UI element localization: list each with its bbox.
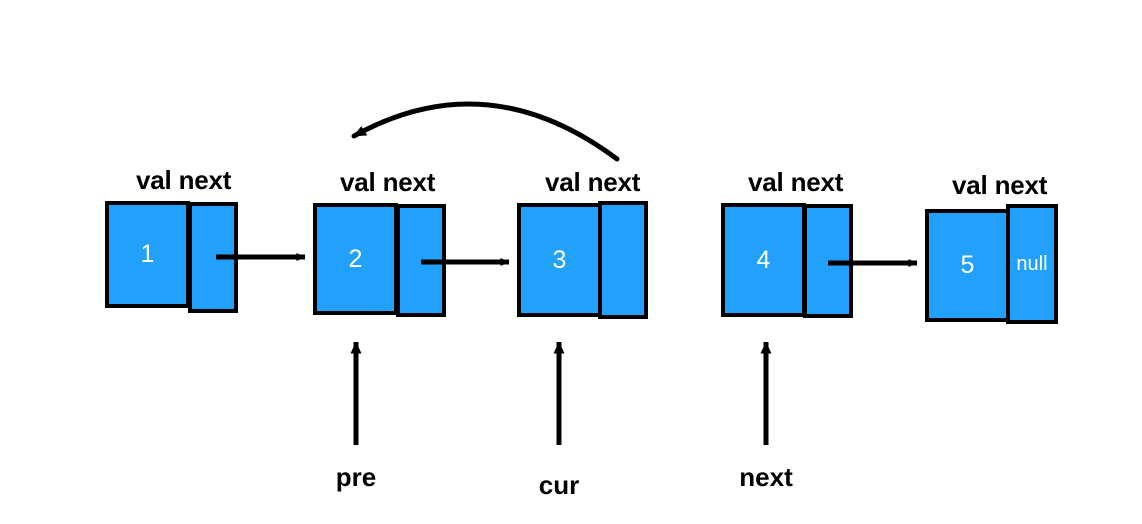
node-2-header: val next — [340, 167, 436, 197]
node-2-val-cell: 2 — [313, 203, 398, 315]
node-2-next-cell — [396, 204, 446, 317]
pointer-label-cur: cur — [538, 470, 580, 500]
node-1-value: 1 — [140, 240, 155, 268]
pointer-label-next: next — [739, 462, 793, 492]
node-4-val-cell: 4 — [721, 203, 806, 317]
node-1-val-cell: 1 — [105, 201, 190, 308]
node-4-value: 4 — [756, 245, 771, 274]
node-3-value: 3 — [552, 245, 567, 274]
node-5-next-cell: null — [1006, 204, 1058, 324]
node-4-header: val next — [748, 167, 844, 197]
node-1-next-cell — [188, 202, 238, 313]
node-5-val-cell: 5 — [925, 209, 1010, 322]
pointer-label-pre: pre — [335, 462, 377, 492]
node-3-val-cell: 3 — [517, 203, 602, 317]
node-3-next-cell — [598, 201, 648, 319]
node-3-header: val next — [545, 167, 641, 197]
node-1-header: val next — [136, 165, 232, 195]
arrow-3-back-to-2 — [351, 101, 620, 162]
node-5-value: 5 — [960, 251, 975, 279]
node-2-value: 2 — [348, 244, 363, 273]
node-4-next-cell — [803, 204, 853, 318]
node-5-header: val next — [952, 170, 1048, 200]
node-5-next-text: null — [1016, 253, 1048, 275]
